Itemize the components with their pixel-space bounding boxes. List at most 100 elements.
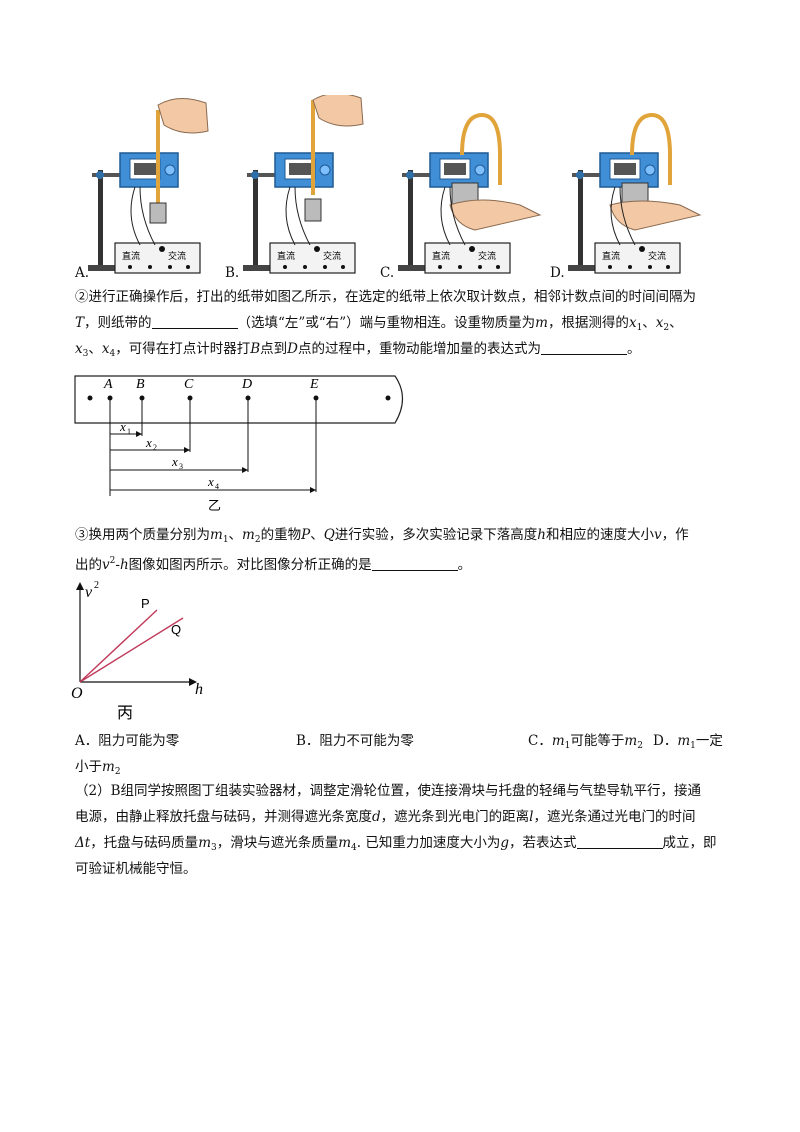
- var-B: B: [250, 341, 261, 357]
- var-m: m: [535, 315, 548, 331]
- ac-label-c: 交流: [478, 250, 496, 262]
- var-dt: Δt: [75, 835, 91, 851]
- q3-text-2b: 图像如图丙所示。对比图像分析正确的是: [128, 557, 372, 573]
- p2-text-3e: 成立，即: [662, 835, 717, 851]
- var-T: T: [75, 315, 85, 331]
- q2-end: 。: [626, 341, 641, 357]
- dist-x3: x: [171, 454, 178, 469]
- figure-option-c: C.: [380, 265, 395, 281]
- ac-label-a: 交流: [168, 250, 186, 262]
- paper-tape-diagram: A B C D E x x x x 1 2 3 4 乙: [74, 375, 404, 513]
- x-label: h: [195, 681, 203, 698]
- p2-text-3d: ，若表达式: [509, 835, 577, 851]
- point-b: B: [136, 377, 145, 392]
- apparatus-figures: 直流 交流 直流 交流 直流 交流 直流 交流: [88, 95, 702, 274]
- p2-text-2b: ，遮光条到光电门的距离: [380, 809, 530, 825]
- p2-text-3a: ，托盘与砝码质量: [90, 835, 199, 851]
- point-d: D: [241, 377, 252, 392]
- figure-c: 直流 交流: [398, 112, 542, 274]
- sub-4: 4: [215, 482, 219, 491]
- q2-text-3a: ，可得在打点计时器打: [115, 341, 251, 357]
- point-c: C: [184, 377, 194, 392]
- p2-line-3: Δt，托盘与砝码质量m3，滑块与遮光条质量m4. 已知重力加速度大小为g，若表达…: [75, 834, 717, 853]
- dist-x1: x: [119, 419, 126, 434]
- p2-line-2: 电源，由静止释放托盘与砝码，并测得遮光条宽度d，遮光条到光电门的距离l，遮光条通…: [75, 807, 730, 827]
- p2-text-3b: ，滑块与遮光条质量: [216, 835, 339, 851]
- p2-text-1: （2）B组同学按照图丁组装实验器材，调整定滑轮位置，使连接滑块与托盘的轻绳与气垫…: [75, 783, 702, 799]
- var-P: P: [301, 527, 311, 543]
- p2-line-1: （2）B组同学按照图丁组装实验器材，调整定滑轮位置，使连接滑块与托盘的轻绳与气垫…: [75, 781, 730, 801]
- q2-line-1: ②进行正确操作后，打出的纸带如图乙所示，在选定的纸带上依次取计数点，相邻计数点间…: [75, 287, 730, 307]
- choice-d-cont: 小于m2: [75, 759, 121, 777]
- q2-line-3: x3、x4，可得在打点计时器打B点到D点的过程中，重物动能增加量的表达式为。: [75, 340, 641, 359]
- q2-text-3b: 点到: [260, 341, 288, 357]
- sub-3: 3: [179, 462, 183, 471]
- answer-blank-kinetic[interactable]: [540, 340, 627, 355]
- figure-option-b: B.: [225, 265, 240, 281]
- choice-c-pre: C．: [528, 733, 552, 749]
- q3-line-1: ③换用两个质量分别为m1、m2的重物P、Q进行实验，多次实验记录下落高度h和相应…: [75, 527, 689, 545]
- choice-c[interactable]: C．m1可能等于m2: [528, 733, 643, 751]
- dc-label-d: 直流: [602, 250, 620, 262]
- var-g: g: [500, 835, 510, 851]
- figure-option-d: D.: [550, 265, 565, 281]
- p2-text-2a: 电源，由静止释放托盘与砝码，并测得遮光条宽度: [75, 809, 372, 825]
- ac-label-b: 交流: [323, 250, 341, 262]
- dc-label-b: 直流: [277, 250, 295, 262]
- tape-outline: [74, 375, 404, 424]
- figure-d: 直流 交流: [568, 112, 702, 274]
- answer-blank-expression[interactable]: [576, 834, 663, 849]
- var-Q: Q: [323, 527, 335, 543]
- dc-label-c: 直流: [432, 250, 450, 262]
- q3-end: 。: [457, 557, 472, 573]
- answer-blank-side[interactable]: [151, 314, 238, 329]
- y-label: v: [85, 584, 93, 601]
- answer-blank-graph[interactable]: [371, 556, 458, 571]
- p2-text-3c: . 已知重力加速度大小为: [356, 835, 501, 851]
- choice-d-pre: D．: [653, 733, 678, 749]
- figure-option-a: A.: [75, 265, 90, 281]
- q3-text-1f: ，作: [661, 527, 689, 543]
- choice-d-mid: 一定: [695, 733, 723, 749]
- choice-a[interactable]: A．阻力可能为零: [75, 733, 180, 749]
- var-h: h: [537, 527, 546, 543]
- var-D: D: [287, 341, 298, 357]
- graph-caption: 丙: [117, 703, 133, 722]
- choice-d[interactable]: D．m1一定: [653, 733, 723, 751]
- var-x1: x: [628, 315, 637, 331]
- figure-b: 直流 交流: [243, 95, 364, 274]
- q3-text-1c: 的重物: [260, 527, 302, 543]
- choice-b[interactable]: B．阻力不可能为零: [296, 733, 414, 749]
- dist-x2: x: [145, 435, 152, 450]
- line-p: [79, 609, 158, 683]
- point-a: A: [103, 377, 113, 392]
- origin-label: O: [71, 685, 83, 702]
- q3-line-2: 出的v2-h图像如图丙所示。对比图像分析正确的是。: [75, 556, 472, 573]
- q2-text-1: ②进行正确操作后，打出的纸带如图乙所示，在选定的纸带上依次取计数点，相邻计数点间…: [75, 289, 696, 305]
- y-label-sup: 2: [94, 580, 99, 591]
- sub-1: 1: [127, 427, 131, 436]
- q2-text-3c: 点的过程中，重物动能增加量的表达式为: [297, 341, 541, 357]
- p2-line-4: 可验证机械能守恒。: [75, 859, 730, 879]
- tape-caption: 乙: [208, 499, 221, 513]
- dist-x4: x: [207, 474, 214, 489]
- var-l: l: [529, 809, 534, 825]
- dc-label-a: 直流: [122, 250, 140, 262]
- sub-2: 2: [153, 443, 157, 452]
- p2-text-2c: ，遮光条通过光电门的时间: [533, 809, 696, 825]
- q3-sep: 、: [228, 527, 243, 543]
- choice-c-mid: 可能等于: [570, 733, 625, 749]
- q3-text-1a: ③换用两个质量分别为: [75, 527, 210, 543]
- label-p: P: [141, 596, 150, 611]
- var-v: v: [653, 527, 662, 543]
- line-q: [79, 617, 184, 683]
- ac-label-d: 交流: [648, 250, 666, 262]
- q2-text-2b: （选填“左”或“右”）端与重物相连。设重物质量为: [237, 315, 536, 331]
- choice-d-end: 小于: [75, 759, 102, 775]
- label-q: Q: [171, 622, 181, 637]
- v2-h-graph: v 2 h O P Q 丙: [71, 580, 203, 722]
- q3-text-2a: 出的: [75, 557, 102, 573]
- figure-a: 直流 交流: [88, 98, 209, 274]
- q3-text-1e: 和相应的速度大小: [545, 527, 654, 543]
- q2-text-2c: ，根据测得的: [547, 315, 629, 331]
